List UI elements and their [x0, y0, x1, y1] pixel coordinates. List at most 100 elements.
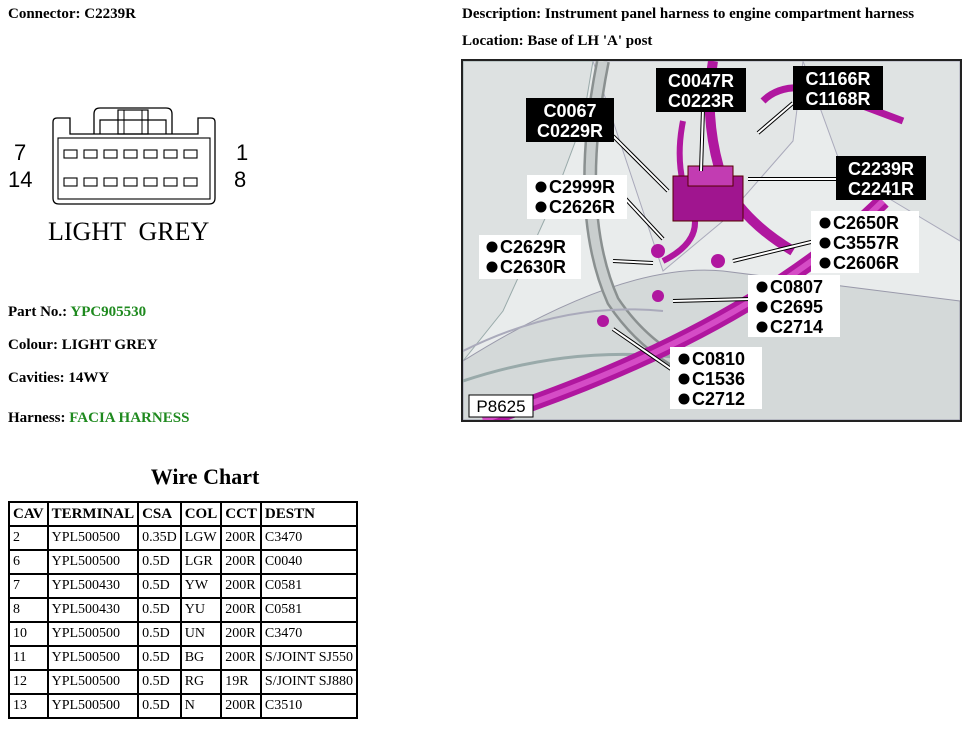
cell-csa: 0.5D: [137, 549, 182, 575]
cell-cav: 12: [8, 669, 49, 695]
callout-c2712: C2712: [692, 389, 745, 409]
cell-csa: 0.35D: [137, 525, 182, 551]
pin-cavity: [143, 177, 158, 187]
cell-destn: C0581: [259, 597, 358, 623]
callout-c2606r: C2606R: [833, 253, 899, 273]
harness-link[interactable]: FACIA HARNESS: [69, 410, 190, 426]
cell-col: LGR: [179, 549, 223, 575]
callout-c2626r: C2626R: [549, 197, 615, 217]
cell-terminal: YPL500430: [46, 573, 140, 599]
cell-terminal: YPL500500: [46, 693, 140, 719]
pin-cavity: [123, 149, 138, 159]
pin-cavity: [83, 177, 98, 187]
cell-terminal: YPL500500: [46, 645, 140, 671]
cell-cav: 13: [8, 693, 49, 719]
header-destn: DESTN: [259, 501, 358, 527]
cell-destn: C3470: [259, 525, 358, 551]
cell-cav: 11: [8, 645, 49, 671]
pin-cavity: [123, 177, 138, 187]
callout-c2241r: C2241R: [848, 179, 914, 199]
cell-col: YU: [179, 597, 223, 623]
cell-col: N: [179, 693, 223, 719]
pin-number-1: 1: [236, 140, 248, 165]
pin-cavity: [103, 149, 118, 159]
cell-cct: 200R: [220, 525, 262, 551]
callout-c0223r: C0223R: [668, 91, 734, 111]
pin-cavity: [163, 177, 178, 187]
cell-terminal: YPL500500: [46, 621, 140, 647]
pin-cavity: [103, 177, 118, 187]
location-label: Location:: [462, 33, 524, 49]
callout-c1168r: C1168R: [805, 89, 870, 109]
callout-c0047r: C0047R: [668, 71, 734, 91]
pin-cavity: [83, 149, 98, 159]
callout-c0067: C0067: [543, 101, 596, 121]
cavities-line: Cavities: 14WY: [8, 370, 109, 387]
cell-destn: C3510: [259, 693, 358, 719]
cell-terminal: YPL500500: [46, 669, 140, 695]
cell-csa: 0.5D: [137, 573, 182, 599]
cell-cav: 8: [8, 597, 49, 623]
cavities-label: Cavities:: [8, 370, 65, 386]
cell-col: LGW: [179, 525, 223, 551]
callout-c2695: C2695: [770, 297, 823, 317]
wire-chart-header-row: CAV TERMINAL CSA COL CCT DESTN: [8, 501, 358, 527]
pin-cavity: [63, 149, 78, 159]
cell-col: UN: [179, 621, 223, 647]
colour-label: Colour:: [8, 337, 58, 353]
cell-cav: 7: [8, 573, 49, 599]
cell-csa: 0.5D: [137, 621, 182, 647]
header-cav: CAV: [8, 501, 49, 527]
cell-cct: 200R: [220, 597, 262, 623]
cell-col: YW: [179, 573, 223, 599]
harness-label: Harness:: [8, 410, 66, 426]
pin-number-8: 8: [234, 167, 246, 192]
cavities-value: 14WY: [68, 370, 110, 386]
callout-c0807: C0807: [770, 277, 823, 297]
callout-c2239r: C2239R: [848, 159, 914, 179]
callout-c2630r: C2630R: [500, 257, 566, 277]
part-number-line: Part No.: YPC905530: [8, 304, 146, 321]
cell-cct: 200R: [220, 645, 262, 671]
cell-cct: 200R: [220, 573, 262, 599]
location-line: Location: Base of LH 'A' post: [462, 33, 652, 50]
cell-cav: 2: [8, 525, 49, 551]
pin-cavity: [183, 149, 198, 159]
callout-c0229r: C0229R: [537, 121, 603, 141]
connector-value: C2239R: [84, 6, 136, 22]
part-number-label: Part No.:: [8, 304, 68, 320]
cell-cct: 200R: [220, 621, 262, 647]
description-line: Description: Instrument panel harness to…: [462, 6, 914, 23]
callout-c2714: C2714: [770, 317, 823, 337]
harness-line: Harness: FACIA HARNESS: [8, 410, 189, 427]
colour-value: LIGHT GREY: [61, 337, 158, 353]
callout-c1536: C1536: [692, 369, 745, 389]
header-terminal: TERMINAL: [46, 501, 140, 527]
cell-cav: 10: [8, 621, 49, 647]
header-col: COL: [179, 501, 223, 527]
pin-cavity: [63, 177, 78, 187]
cell-csa: 0.5D: [137, 669, 182, 695]
callout-c2999r: C2999R: [549, 177, 615, 197]
header-csa: CSA: [137, 501, 182, 527]
connector-label: Connector:: [8, 6, 81, 22]
cell-destn: C0581: [259, 573, 358, 599]
cell-cct: 19R: [220, 669, 262, 695]
location-value: Base of LH 'A' post: [527, 33, 653, 49]
description-value: Instrument panel harness to engine compa…: [544, 6, 915, 22]
cell-csa: 0.5D: [137, 693, 182, 719]
location-photo: C0047R C0223R C1166R C1168R C0067 C0229R…: [461, 59, 962, 422]
part-number-link[interactable]: YPC905530: [70, 304, 147, 320]
cell-destn: C0040: [259, 549, 358, 575]
harness-location-illustration: C0047R C0223R C1166R C1168R C0067 C0229R…: [463, 61, 960, 420]
pin-cavity: [163, 149, 178, 159]
callout-c1166r: C1166R: [805, 69, 870, 89]
header-cct: CCT: [220, 501, 262, 527]
